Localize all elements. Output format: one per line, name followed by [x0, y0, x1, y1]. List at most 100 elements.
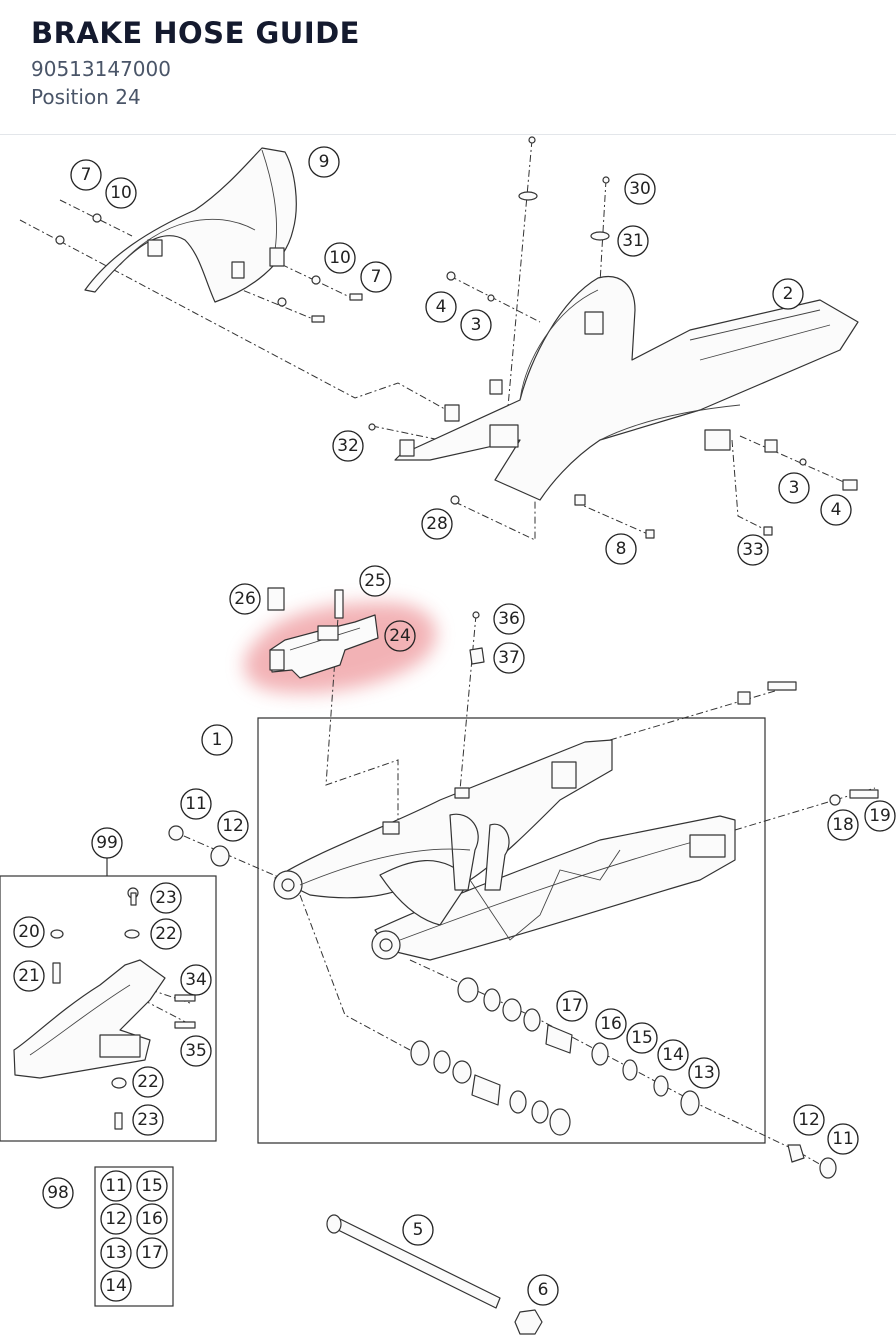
callout-22[interactable]: 22 — [150, 918, 182, 950]
svg-text:8: 8 — [616, 539, 627, 559]
page-title: BRAKE HOSE GUIDE — [31, 16, 360, 50]
callout-15[interactable]: 15 — [626, 1022, 658, 1054]
svg-text:5: 5 — [413, 1220, 424, 1240]
svg-text:13: 13 — [105, 1243, 127, 1263]
callout-28[interactable]: 28 — [421, 508, 453, 540]
callout-10[interactable]: 10 — [105, 177, 137, 209]
callout-12[interactable]: 12 — [217, 810, 249, 842]
callout-26[interactable]: 26 — [229, 583, 261, 615]
clip-parts — [469, 611, 485, 665]
svg-text:16: 16 — [600, 1014, 622, 1034]
svg-text:32: 32 — [337, 436, 359, 456]
callout-23b[interactable]: 23 — [132, 1104, 164, 1136]
callout-19[interactable]: 19 — [864, 800, 896, 832]
svg-text:99: 99 — [96, 833, 118, 853]
callout-1[interactable]: 1 — [201, 724, 233, 756]
kit-98-item-11[interactable]: 11 — [100, 1170, 132, 1202]
svg-text:15: 15 — [631, 1028, 653, 1048]
svg-text:4: 4 — [436, 297, 447, 317]
svg-text:12: 12 — [105, 1209, 127, 1229]
kit-98-item-16[interactable]: 16 — [136, 1203, 168, 1235]
bearing-stack-lower — [410, 1040, 571, 1136]
svg-text:21: 21 — [18, 966, 40, 986]
svg-text:20: 20 — [18, 922, 40, 942]
callout-11b[interactable]: 11 — [827, 1123, 859, 1155]
callout-16[interactable]: 16 — [595, 1008, 627, 1040]
callout-3b[interactable]: 3 — [778, 472, 810, 504]
callout-2[interactable]: 2 — [772, 278, 804, 310]
svg-text:7: 7 — [81, 165, 92, 185]
svg-text:10: 10 — [110, 183, 132, 203]
callout-22b[interactable]: 22 — [132, 1066, 164, 1098]
callout-30[interactable]: 30 — [624, 173, 656, 205]
callout-13[interactable]: 13 — [688, 1057, 720, 1089]
chain-guide-kit-box — [0, 875, 217, 1142]
part-number: 90513147000 — [31, 57, 171, 81]
callout-36[interactable]: 36 — [493, 603, 525, 635]
callout-99[interactable]: 99 — [91, 827, 123, 859]
callout-group: 7 10 9 30 31 10 7 4 3 2 32 3 4 28 8 33 2… — [13, 146, 896, 1306]
callout-21[interactable]: 21 — [13, 960, 45, 992]
kit-98-item-12[interactable]: 12 — [100, 1203, 132, 1235]
callout-34[interactable]: 34 — [180, 964, 212, 996]
callout-20[interactable]: 20 — [13, 916, 45, 948]
svg-text:23: 23 — [155, 888, 177, 908]
callout-8[interactable]: 8 — [605, 533, 637, 565]
svg-text:11: 11 — [832, 1129, 854, 1149]
callout-37[interactable]: 37 — [493, 642, 525, 674]
callout-4b[interactable]: 4 — [820, 494, 852, 526]
svg-text:23: 23 — [137, 1110, 159, 1130]
callout-32[interactable]: 32 — [332, 430, 364, 462]
callout-5[interactable]: 5 — [402, 1214, 434, 1246]
kit-98-item-15[interactable]: 15 — [136, 1170, 168, 1202]
svg-text:36: 36 — [498, 609, 520, 629]
svg-text:37: 37 — [498, 648, 520, 668]
svg-text:31: 31 — [622, 231, 644, 251]
svg-text:11: 11 — [105, 1176, 127, 1196]
svg-text:6: 6 — [538, 1280, 549, 1300]
svg-text:17: 17 — [561, 996, 583, 1016]
kit-98-item-14[interactable]: 14 — [100, 1270, 132, 1302]
svg-text:2: 2 — [783, 284, 794, 304]
svg-text:9: 9 — [319, 152, 330, 172]
callout-17[interactable]: 17 — [556, 990, 588, 1022]
callout-33[interactable]: 33 — [737, 534, 769, 566]
svg-text:12: 12 — [798, 1110, 820, 1130]
callout-14[interactable]: 14 — [657, 1039, 689, 1071]
svg-text:3: 3 — [471, 315, 482, 335]
chain-guide-part — [13, 887, 196, 1130]
callout-35[interactable]: 35 — [180, 1035, 212, 1067]
svg-text:35: 35 — [185, 1041, 207, 1061]
callout-31[interactable]: 31 — [617, 225, 649, 257]
callout-7[interactable]: 7 — [70, 159, 102, 191]
svg-text:4: 4 — [831, 500, 842, 520]
svg-text:16: 16 — [141, 1209, 163, 1229]
svg-text:18: 18 — [832, 815, 854, 835]
callout-24-highlighted[interactable]: 24 — [384, 620, 416, 652]
svg-text:1: 1 — [212, 730, 223, 750]
callout-98[interactable]: 98 — [42, 1177, 74, 1209]
svg-text:22: 22 — [155, 924, 177, 944]
svg-text:11: 11 — [185, 794, 207, 814]
position-label: Position 24 — [31, 85, 141, 109]
callout-25[interactable]: 25 — [359, 565, 391, 597]
svg-text:19: 19 — [869, 806, 891, 826]
kit-98-item-13[interactable]: 13 — [100, 1237, 132, 1269]
callout-3[interactable]: 3 — [460, 309, 492, 341]
top-fasteners — [55, 136, 858, 539]
callout-23[interactable]: 23 — [150, 882, 182, 914]
callout-6[interactable]: 6 — [527, 1274, 559, 1306]
svg-text:7: 7 — [371, 267, 382, 287]
kit-98-item-17[interactable]: 17 — [136, 1237, 168, 1269]
callout-4[interactable]: 4 — [425, 291, 457, 323]
callout-10b[interactable]: 10 — [324, 242, 356, 274]
svg-text:14: 14 — [105, 1276, 127, 1296]
svg-text:26: 26 — [234, 589, 256, 609]
callout-9[interactable]: 9 — [308, 146, 340, 178]
callout-7b[interactable]: 7 — [360, 261, 392, 293]
callout-11[interactable]: 11 — [180, 788, 212, 820]
swingarm-part — [273, 739, 736, 961]
callout-18[interactable]: 18 — [827, 809, 859, 841]
svg-text:24: 24 — [389, 626, 411, 646]
callout-12b[interactable]: 12 — [793, 1104, 825, 1136]
